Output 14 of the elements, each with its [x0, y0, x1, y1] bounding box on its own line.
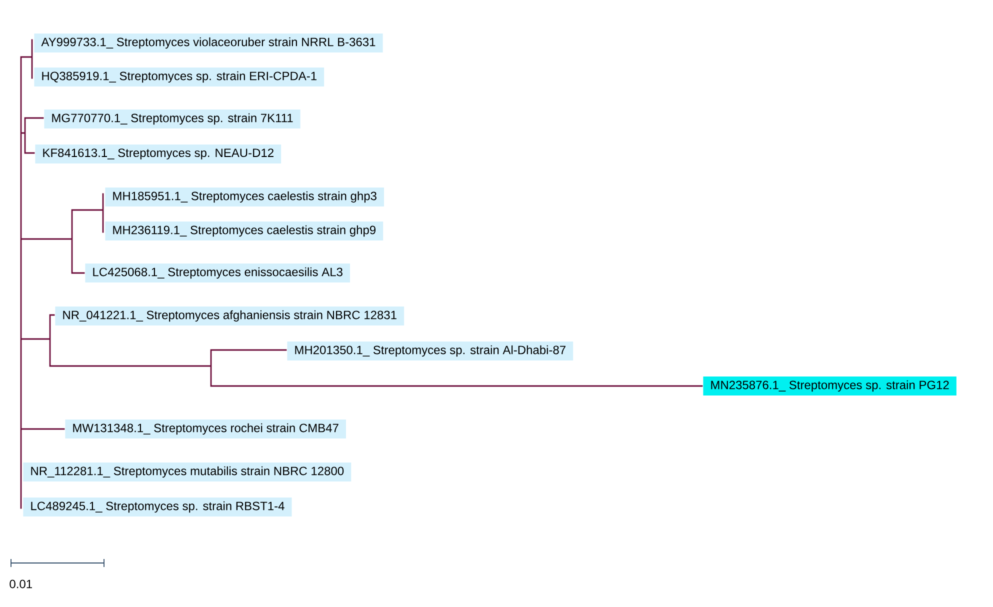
taxon-label: LC489245.1_ Streptomyces sp. strain RBST1-4 — [23, 498, 292, 516]
taxon-label: MN235876.1_ Streptomyces sp. strain PG12 — [703, 376, 956, 396]
taxon-label: AY999733.1_ Streptomyces violaceoruber strain NRRL B-3631 — [34, 34, 383, 52]
taxon-label: LC425068.1_ Streptomyces enissocaesilis AL3 — [85, 264, 350, 282]
taxon-label: KF841613.1_ Streptomyces sp. NEAU-D12 — [35, 144, 282, 164]
taxon-label: NR_112281.1_ Streptomyces mutabilis strain NBRC 12800 — [23, 462, 352, 482]
scale-value: 0.01 — [10, 580, 32, 588]
taxon-label: MH236119.1_ Streptomyces caelestis strain ghp9 — [105, 222, 384, 240]
taxon-label: MH201350.1_ Streptomyces sp. strain Al-Dhabi-87 — [287, 342, 574, 360]
taxon-label: HQ385919.1_ Streptomyces sp. strain ERI-CPDA-1 — [34, 68, 324, 86]
taxon-label: MG770770.1_ Streptomyces sp. strain 7K111 — [44, 110, 300, 128]
taxon-label: MH185951.1_ Streptomyces caelestis strain ghp3 — [105, 188, 384, 206]
taxon-label: MW131348.1_ Streptomyces rochei strain CMB47 — [65, 420, 346, 438]
taxon-label: NR_041221.1_ Streptomyces afghaniensis strain NBRC 12831 — [55, 306, 404, 326]
